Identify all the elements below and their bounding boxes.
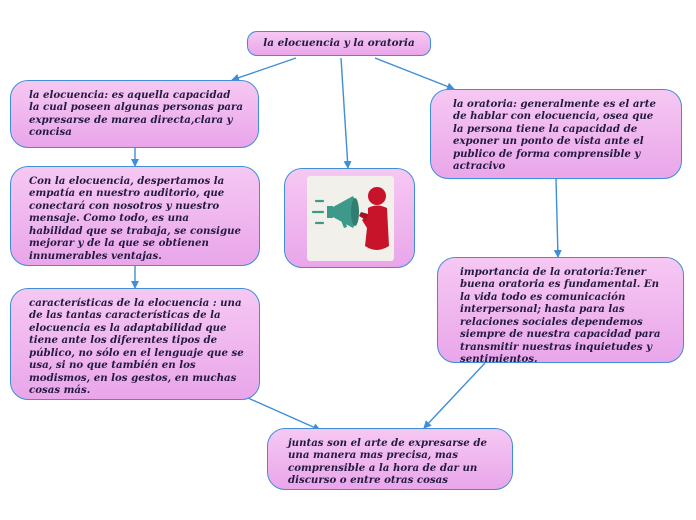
link-title-to-elocuencia (231, 57, 297, 82)
node-empatia[interactable]: Con la elocuencia, despertamos la empatí… (10, 166, 260, 266)
node-caracteristicas[interactable]: características de la elocuencia : una d… (10, 288, 260, 400)
node-oratoria-definicion[interactable]: la oratoria: generalmente es el arte de … (430, 89, 682, 179)
link-title-to-image (340, 57, 352, 169)
central-topic[interactable]: la elocuencia y la oratoria (247, 31, 431, 56)
link-caracteristicas-to-conclusion (247, 397, 321, 431)
node-conclusion[interactable]: juntas son el arte de expresarse de una … (267, 428, 513, 490)
node-importancia-oratoria[interactable]: importancia de la oratoria:Tener buena o… (437, 257, 684, 365)
link-importancia-to-conclusion (423, 362, 486, 429)
node-elocuencia-definicion[interactable]: la elocuencia: es aquella capacidad la c… (10, 80, 259, 148)
node-image[interactable] (284, 168, 415, 268)
megaphone-speaker-icon (307, 176, 394, 261)
link-title-to-oratoria (374, 57, 455, 91)
link-oratoria-to-importancia (553, 178, 562, 258)
